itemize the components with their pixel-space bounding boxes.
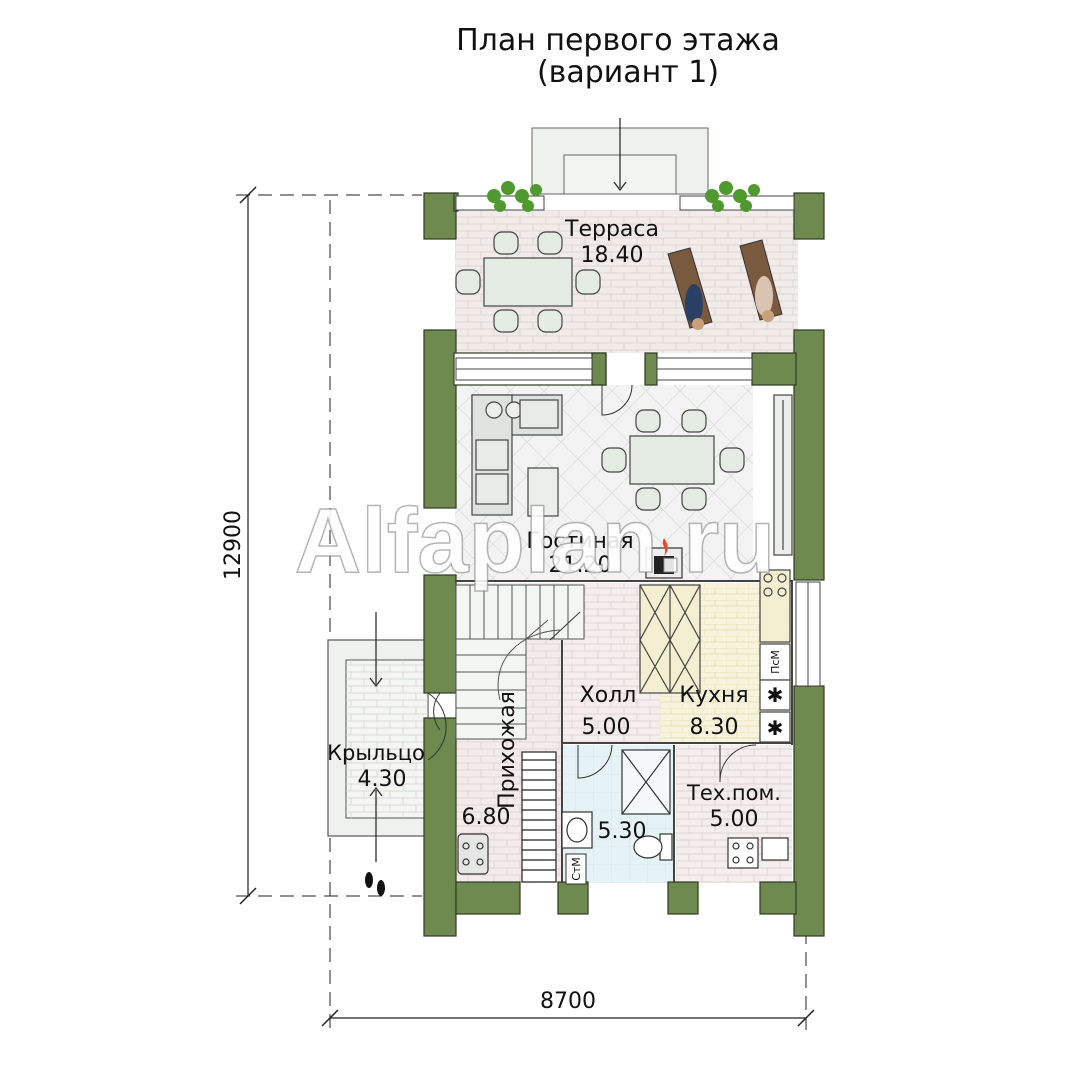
hall-name: Холл [580,683,637,708]
shower [621,749,671,815]
dishwasher-box [565,853,587,885]
porch [327,612,429,862]
washing-machine-label: ПсМ [769,650,782,674]
watermark: Alfaplan.ru [295,490,775,592]
entrance-area: 6.80 [462,805,511,830]
boiler [727,837,789,869]
terrace-steps [531,118,709,195]
plan-title: План первого этажа [456,23,780,58]
living-area: 21.20 [549,553,612,578]
hall-area: 5.00 [582,715,631,740]
tech-room-name: Тех.пом. [686,781,781,805]
terrace-name: Терраса [564,217,659,242]
width-dimension-label: 8700 [540,989,596,1014]
entrance-name: Прихожая [495,691,520,809]
dimension-width: 8700 [321,200,815,1030]
kitchen-area: 8.30 [690,715,739,740]
dimension-height: 12900 [221,186,422,905]
terrace-area: 18.40 [581,243,644,268]
kitchen-window [795,581,821,687]
shoe-rack [521,751,557,883]
toilet [633,833,673,861]
plan-subtitle: (вариант 1) [537,55,719,90]
living-name: Гостиная [526,529,633,554]
tech-room-area: 5.00 [710,807,759,832]
sink [561,811,593,849]
plant-left [487,181,542,212]
tv-unit [773,394,793,556]
sink-icon: ✱ [767,683,784,707]
porch-area: 4.30 [358,767,407,792]
doors [427,384,757,783]
sun-lounger-left [667,247,713,330]
kitchen-name: Кухня [679,683,748,708]
sofa [471,394,563,516]
sun-lounger-right [739,239,783,322]
porch-name: Крыльцо [327,741,425,765]
kitchen-cabinets [639,569,791,743]
dining-table [601,409,745,511]
bathroom-area: 5.30 [598,819,647,844]
plant-right [705,181,760,212]
fireplace [645,538,683,579]
footprints-icon [365,872,385,896]
terrace-windows [455,357,753,381]
fridge-icon: ✱ [767,716,784,740]
pouf [457,833,489,875]
staircase [455,584,585,740]
height-dimension-label: 12900 [221,510,246,580]
coffee-table [527,467,559,517]
terrace-dining-table [455,231,601,333]
dishwasher-label: СтМ [570,857,583,881]
